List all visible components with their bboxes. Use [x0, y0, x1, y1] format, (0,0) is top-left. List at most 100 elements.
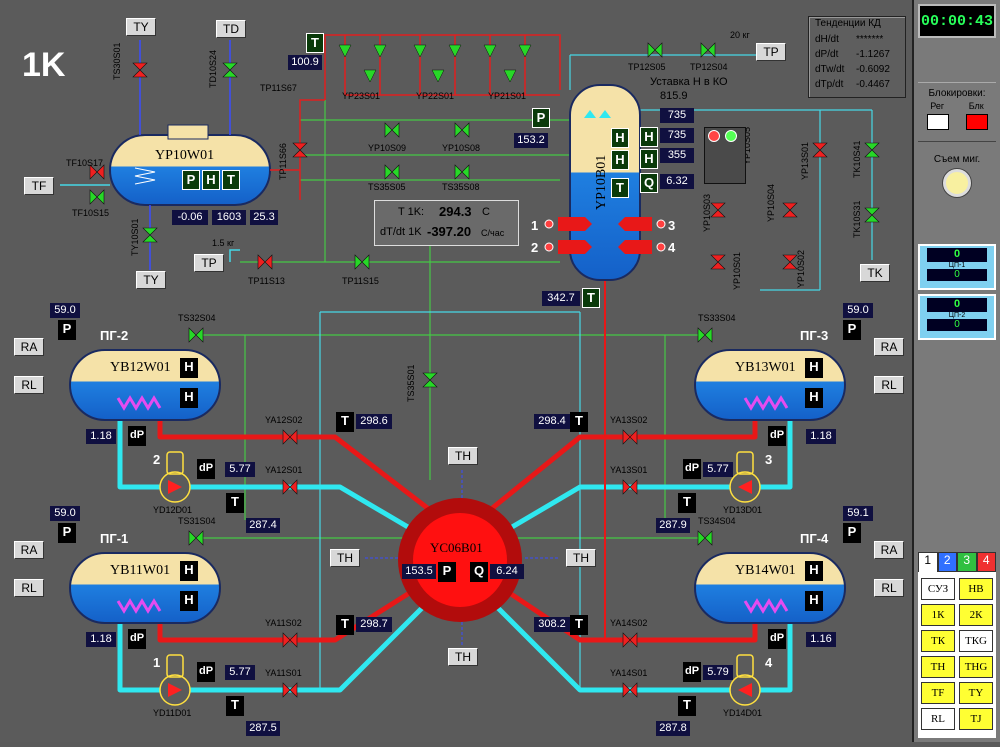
tab-2[interactable]: 2	[937, 552, 957, 572]
valve-icon[interactable]	[454, 164, 470, 180]
reactor-q-indicator[interactable]: Q	[470, 562, 488, 582]
pump-dp-indicator[interactable]: dP	[683, 459, 701, 479]
cold-t-indicator[interactable]: T	[678, 696, 696, 716]
valve-icon[interactable]	[622, 682, 638, 698]
h-indicator-2[interactable]: H	[640, 127, 658, 147]
reactor-vessel[interactable]	[398, 498, 522, 622]
valve-icon[interactable]	[222, 62, 238, 78]
spray-valve-icon[interactable]	[503, 69, 517, 83]
sg-h-indicator-upper[interactable]: H	[805, 358, 823, 378]
pressurizer-indicator-h[interactable]: H	[611, 128, 629, 148]
cp1-panel[interactable]: 0 ЦП-1 0	[918, 244, 996, 290]
valve-icon[interactable]	[282, 682, 298, 698]
nav-button-9[interactable]: TY	[959, 682, 993, 704]
valve-icon[interactable]	[89, 164, 105, 180]
valve-icon[interactable]	[710, 202, 726, 218]
valve-icon[interactable]	[782, 254, 798, 270]
th-button[interactable]: TH	[566, 549, 596, 567]
cp2-panel[interactable]: 0 ЦП-2 0	[918, 294, 996, 340]
valve-icon[interactable]	[282, 632, 298, 648]
hot-t-indicator[interactable]: T	[570, 615, 588, 635]
sg-dp-indicator[interactable]: dP	[768, 426, 786, 446]
hot-t-indicator[interactable]: T	[570, 412, 588, 432]
spray-valve-icon[interactable]	[448, 44, 462, 58]
tab-4[interactable]: 4	[976, 552, 996, 572]
nav-button-0[interactable]: СУЗ	[921, 578, 955, 600]
valve-icon[interactable]	[454, 122, 470, 138]
valve-icon[interactable]	[132, 62, 148, 78]
reactor-p-indicator[interactable]: P	[438, 562, 456, 582]
valve-icon[interactable]	[812, 142, 828, 158]
nav-button-3[interactable]: 2К	[959, 604, 993, 626]
nav-button-2[interactable]: 1К	[921, 604, 955, 626]
nav-button-8[interactable]: TF	[921, 682, 955, 704]
valve-icon[interactable]	[89, 189, 105, 205]
spray-valve-icon[interactable]	[431, 69, 445, 83]
tp-right-button[interactable]: TP	[756, 43, 786, 61]
tp-left-button[interactable]: TP	[194, 254, 224, 272]
ty-bottom-button[interactable]: TY	[136, 271, 166, 289]
valve-icon[interactable]	[188, 530, 204, 546]
blk-toggle[interactable]	[965, 114, 988, 130]
rl-button[interactable]: RL	[14, 376, 44, 394]
hot-t-indicator[interactable]: T	[336, 412, 354, 432]
ra-button[interactable]: RA	[874, 541, 904, 559]
ty-top-button[interactable]: TY	[126, 18, 156, 36]
valve-icon[interactable]	[622, 429, 638, 445]
sg-p-indicator[interactable]: P	[58, 320, 76, 340]
tab-3[interactable]: 3	[957, 552, 977, 572]
hot-t-indicator[interactable]: T	[336, 615, 354, 635]
sg-h-indicator-upper[interactable]: H	[180, 561, 198, 581]
spray-valve-icon[interactable]	[373, 44, 387, 58]
ra-button[interactable]: RA	[14, 541, 44, 559]
nav-button-1[interactable]: НВ	[959, 578, 993, 600]
tank-indicator-t[interactable]: T	[222, 170, 240, 190]
nav-button-5[interactable]: ТКG	[959, 630, 993, 652]
tank-indicator-p[interactable]: P	[182, 170, 200, 190]
pressurizer-indicator-h[interactable]: H	[611, 150, 629, 170]
valve-group[interactable]	[89, 42, 880, 698]
nav-button-7[interactable]: ТНG	[959, 656, 993, 678]
tf-button[interactable]: TF	[24, 177, 54, 195]
blink-ack-button[interactable]	[943, 169, 971, 197]
sg-h-indicator-lower[interactable]: H	[180, 591, 198, 611]
sg-h-indicator-lower[interactable]: H	[180, 388, 198, 408]
tank-indicator-h[interactable]: H	[202, 170, 220, 190]
th-button[interactable]: TH	[330, 549, 360, 567]
sg-p-indicator[interactable]: P	[843, 523, 861, 543]
valve-icon[interactable]	[384, 122, 400, 138]
valve-icon[interactable]	[782, 202, 798, 218]
sg-dp-indicator[interactable]: dP	[768, 629, 786, 649]
valve-icon[interactable]	[864, 142, 880, 158]
tab-1[interactable]: 1	[918, 552, 938, 572]
rl-button[interactable]: RL	[874, 376, 904, 394]
pump-dp-indicator[interactable]: dP	[197, 459, 215, 479]
sg-p-indicator[interactable]: P	[58, 523, 76, 543]
cold-t-indicator[interactable]: T	[226, 493, 244, 513]
yp10w01-tank[interactable]	[109, 124, 271, 206]
pressurizer-indicator-t[interactable]: T	[611, 178, 629, 198]
valve-icon[interactable]	[697, 530, 713, 546]
valve-icon[interactable]	[622, 479, 638, 495]
spray-valve-icon[interactable]	[413, 44, 427, 58]
valve-icon[interactable]	[647, 42, 663, 58]
rl-button[interactable]: RL	[14, 579, 44, 597]
sg-h-indicator-upper[interactable]: H	[805, 561, 823, 581]
valve-icon[interactable]	[700, 42, 716, 58]
ra-button[interactable]: RA	[874, 338, 904, 356]
valve-icon[interactable]	[282, 479, 298, 495]
pump-dp-indicator[interactable]: dP	[683, 662, 701, 682]
cold-t-indicator[interactable]: T	[226, 696, 244, 716]
rl-button[interactable]: RL	[874, 579, 904, 597]
valve-icon[interactable]	[422, 372, 438, 388]
nav-button-4[interactable]: ТК	[921, 630, 955, 652]
nav-button-6[interactable]: ТН	[921, 656, 955, 678]
spray-valve-icon[interactable]	[483, 44, 497, 58]
sg-h-indicator-lower[interactable]: H	[805, 591, 823, 611]
p-indicator-pressurizer[interactable]: P	[532, 108, 550, 128]
reg-toggle[interactable]	[926, 114, 949, 130]
sg-h-indicator-upper[interactable]: H	[180, 358, 198, 378]
cold-t-indicator[interactable]: T	[678, 493, 696, 513]
th-button[interactable]: TH	[448, 648, 478, 666]
valve-icon[interactable]	[257, 254, 273, 270]
